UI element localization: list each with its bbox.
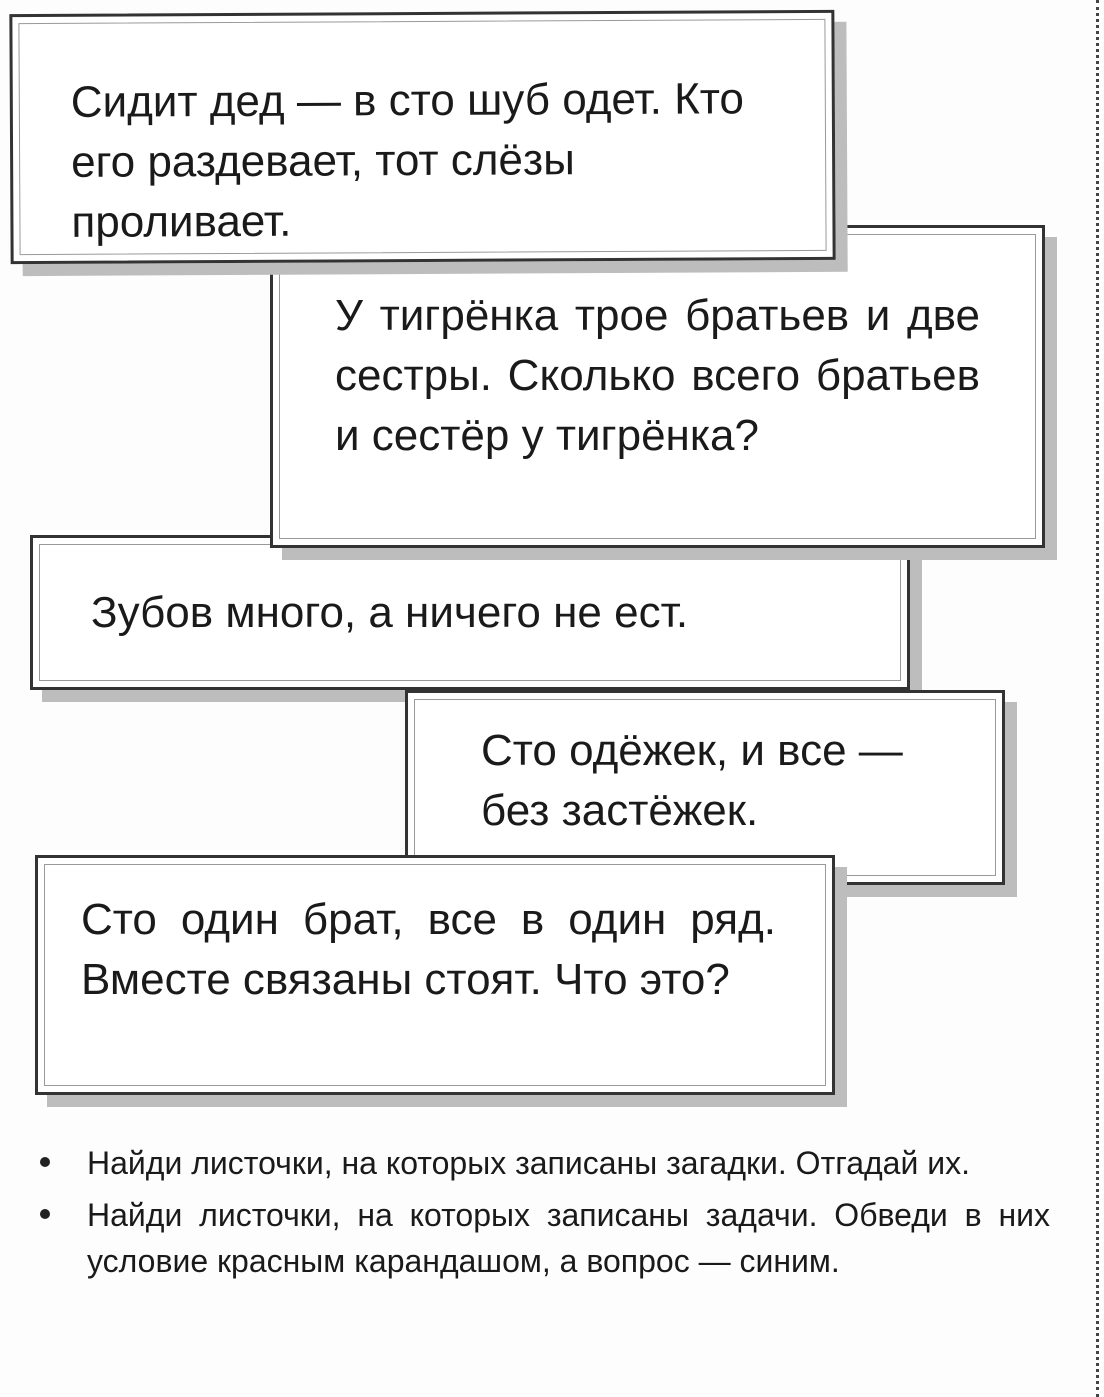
riddle-card-comb: Зубов много, а ничего не ест. bbox=[30, 535, 910, 690]
riddle-card-fence: Сто один брат, все в один ряд. Вместе св… bbox=[35, 855, 835, 1095]
page-cut-line bbox=[1096, 0, 1099, 1397]
task-item: Найди листочки, на которых записаны зага… bbox=[40, 1140, 1050, 1186]
task-item: Найди листочки, на которых записаны зада… bbox=[40, 1192, 1050, 1284]
card-text: Сто один брат, все в один ряд. Вместе св… bbox=[81, 895, 776, 1004]
bullet-icon bbox=[40, 1157, 50, 1167]
card-text: Зубов много, а ничего не ест. bbox=[91, 588, 689, 637]
card-text: У тигрёнка трое братьев и две сестры. Ск… bbox=[335, 291, 980, 460]
task-text: Найди листочки, на которых записаны зада… bbox=[87, 1197, 1050, 1279]
task-list: Найди листочки, на которых записаны зага… bbox=[40, 1140, 1050, 1290]
riddle-card-onion: Сидит дед — в сто шуб одет. Кто его разд… bbox=[9, 9, 836, 265]
task-text: Найди листочки, на которых записаны зага… bbox=[87, 1145, 970, 1181]
bullet-icon bbox=[40, 1209, 50, 1219]
card-text: Сто одёжек, и все — без застёжек. bbox=[481, 726, 903, 835]
card-text: Сидит дед — в сто шуб одет. Кто его разд… bbox=[70, 74, 745, 247]
problem-card-tiger: У тигрёнка трое братьев и две сестры. Ск… bbox=[270, 225, 1045, 548]
